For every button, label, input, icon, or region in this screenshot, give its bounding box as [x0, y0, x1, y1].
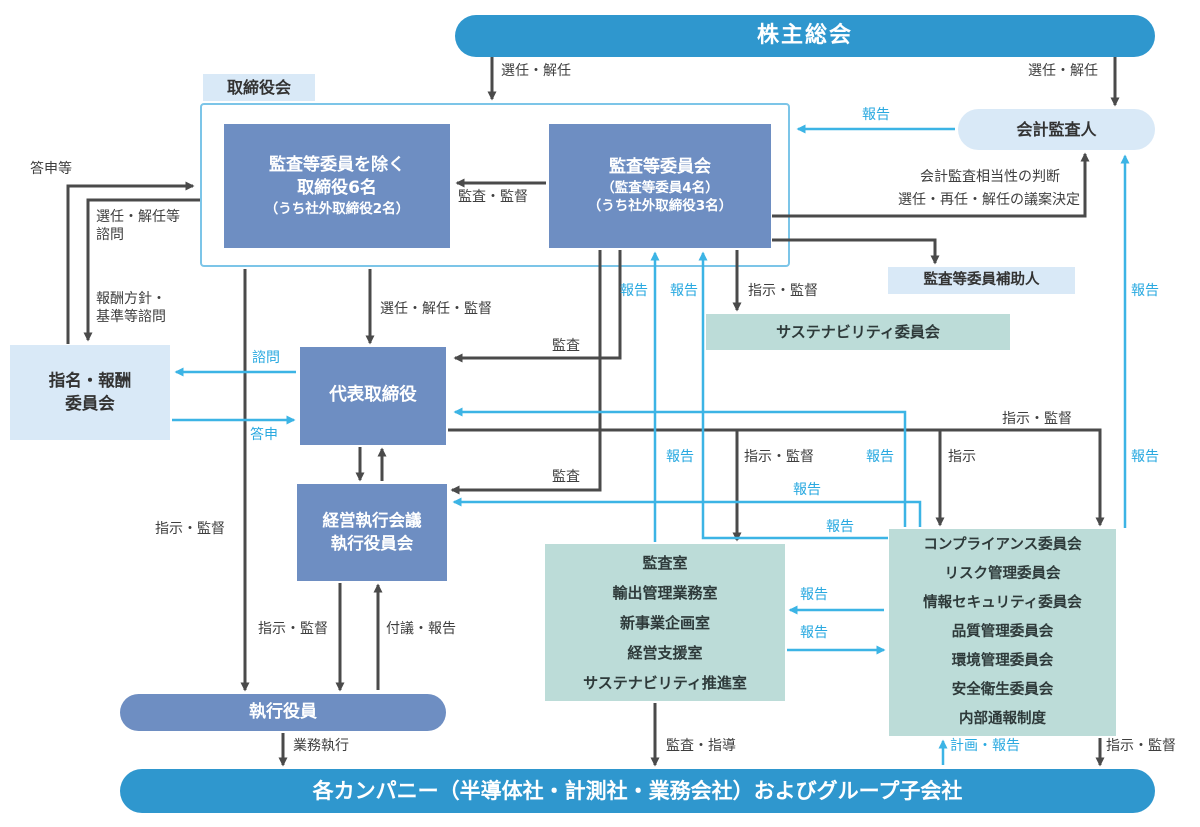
edge-label-audit-exec: 監査 [552, 469, 580, 485]
arrow-nomination-board [66, 181, 195, 344]
arrow-auditcommittee-ceo [453, 250, 622, 363]
arrow-committees-execmeeting-report [452, 497, 922, 527]
edge-label-line: 選任・解任等 [96, 209, 180, 225]
edge-label-comp-policy-consult: 報酬方針・ 基準等諮問 [96, 290, 166, 326]
edge-label-reply-etc: 答申等 [30, 161, 72, 177]
node-management-execution-meeting: 経営執行会議 執行役員会 [297, 484, 447, 581]
node-label: 執行役員会 [330, 533, 414, 553]
node-nomination-compensation-committee: 指名・報酬 委員会 [10, 345, 170, 440]
edge-label-report-far-mid: 報告 [1131, 449, 1159, 465]
node-label: 会計監査人 [1016, 119, 1097, 139]
edge-label-line: 報酬方針・ [96, 291, 166, 307]
edge-label-business-exec: 業務執行 [293, 738, 349, 754]
list-item: 内部通報制度 [959, 711, 1046, 727]
edge-label-report-between-2: 報告 [800, 625, 828, 641]
list-item: 品質管理委員会 [951, 624, 1054, 640]
edge-label-instruct-supervise-eo-long: 指示・監督 [155, 521, 225, 537]
edge-label-report-between-1: 報告 [800, 587, 828, 603]
node-label: 監査等委員を除く [269, 154, 405, 175]
arrow-auditcommittee-execmeeting [450, 250, 602, 495]
node-executive-officers: 執行役員 [120, 694, 446, 731]
list-item: 情報セキュリティ委員会 [923, 595, 1082, 611]
edge-label-auditor-agenda: 選任・再任・解任の議案決定 [898, 192, 1080, 208]
node-label: 監査等委員補助人 [923, 271, 1040, 288]
edge-label-report-offices-up: 報告 [620, 283, 648, 299]
edge-label-report-committees-ceo: 報告 [866, 449, 894, 465]
edge-label-instruct-supervise-offices: 指示・監督 [744, 449, 814, 465]
list-item: 環境管理委員会 [951, 653, 1054, 669]
edge-label-line: 基準等諮問 [96, 309, 166, 326]
node-audit-committee: 監査等委員会 （監査等委員4名） （うち社外取締役3名） [549, 124, 771, 248]
edge-label-report-committees-audit: 報告 [826, 519, 854, 535]
node-label: 代表取締役 [329, 385, 417, 406]
arrow-auditcommittee-auditor [772, 152, 1090, 218]
edge-label-reply: 答申 [250, 427, 278, 443]
node-sustainability-committee: サステナビリティ委員会 [706, 314, 1010, 350]
node-label: 監査等委員会 [609, 157, 711, 178]
edge-label-audit-guidance: 監査・指導 [666, 738, 736, 754]
edge-label-report-committees-up: 報告 [670, 283, 698, 299]
edge-label-consult: 諮問 [252, 350, 280, 366]
node-label: 執行役員 [249, 702, 317, 723]
node-directors-excluding-audit-members: 監査等委員を除く 取締役6名 （うち社外取締役2名） [224, 124, 450, 248]
list-item: サステナビリティ推進室 [583, 673, 747, 692]
node-internal-offices: 監査室 輸出管理業務室 新事業企画室 経営支援室 サステナビリティ推進室 [545, 544, 785, 701]
list-item: コンプライアンス委員会 [923, 537, 1082, 553]
node-group-companies: 各カンパニー（半導体社・計測社・業務会社）およびグループ子会社 [120, 769, 1155, 813]
edge-label-appoint-supervise-ceo: 選任・解任・監督 [380, 301, 492, 317]
list-item: 経営支援室 [627, 643, 703, 662]
edge-label-appoint-dismiss-left: 選任・解任 [501, 63, 571, 79]
list-item: 安全衛生委員会 [951, 682, 1054, 698]
node-label: 経営執行会議 [322, 511, 422, 531]
node-label: 取締役6名 [297, 177, 377, 198]
arrow-committees-auditcommittee-report [698, 251, 888, 540]
node-label: サステナビリティ委員会 [776, 322, 940, 341]
edge-label-report-to-exec: 報告 [793, 482, 821, 498]
list-item: 監査室 [642, 553, 688, 572]
edge-label-report-far-top: 報告 [1131, 283, 1159, 299]
node-label: 委員会 [65, 393, 115, 413]
edge-label-line: 諮問 [96, 227, 124, 244]
list-item: 新事業企画室 [619, 613, 710, 632]
node-sublabel: （うち社外取締役3名） [587, 198, 733, 215]
node-audit-committee-assistant: 監査等委員補助人 [888, 267, 1075, 294]
node-representative-director: 代表取締役 [300, 347, 446, 445]
edge-label-audit-ceo: 監査 [552, 338, 580, 354]
edge-label-instruct-supervise-eo: 指示・監督 [258, 621, 328, 637]
node-shareholders-meeting: 株主総会 [455, 15, 1155, 57]
edge-label-audit-adequacy: 会計監査相当性の判断 [920, 169, 1060, 185]
node-board-of-directors-tag: 取締役会 [203, 74, 315, 101]
node-label: 各カンパニー（半導体社・計測社・業務会社）およびグループ子会社 [312, 778, 963, 803]
edge-label-instruct-supervise-committees: 指示・監督 [1002, 411, 1072, 427]
node-label: 株主総会 [756, 23, 853, 49]
edge-label-appoint-consult: 選任・解任等 諮問 [96, 208, 180, 244]
node-sublabel: （うち社外取締役2名） [264, 200, 410, 217]
node-management-committees: コンプライアンス委員会 リスク管理委員会 情報セキュリティ委員会 品質管理委員会… [889, 529, 1116, 736]
node-sublabel: （監査等委員4名） [601, 180, 719, 197]
arrow-ceo-committees-trunk [448, 428, 1105, 527]
node-accounting-auditor: 会計監査人 [958, 109, 1155, 150]
arrow-board-nomination [83, 198, 200, 342]
edge-label-plan-report: 計画・報告 [950, 738, 1020, 754]
edge-label-instruct: 指示 [948, 449, 976, 465]
list-item: 輸出管理業務室 [612, 583, 718, 602]
edge-label-report-mid: 報告 [666, 449, 694, 465]
node-label: 指名・報酬 [48, 371, 132, 391]
edge-label-instruct-supervise-companies: 指示・監督 [1106, 738, 1176, 754]
arrow-committees-ceo-report [453, 407, 907, 527]
edge-label-report-auditor: 報告 [862, 107, 890, 123]
node-label: 取締役会 [226, 77, 291, 97]
list-item: リスク管理委員会 [944, 566, 1061, 582]
arrow-auditcommittee-assistant [772, 238, 940, 265]
edge-label-appoint-dismiss-right: 選任・解任 [1028, 63, 1098, 79]
edge-label-submit-report: 付議・報告 [386, 621, 456, 637]
edge-label-audit-supervise: 監査・監督 [458, 189, 528, 205]
edge-label-instruct-supervise-sustainability: 指示・監督 [748, 283, 818, 299]
